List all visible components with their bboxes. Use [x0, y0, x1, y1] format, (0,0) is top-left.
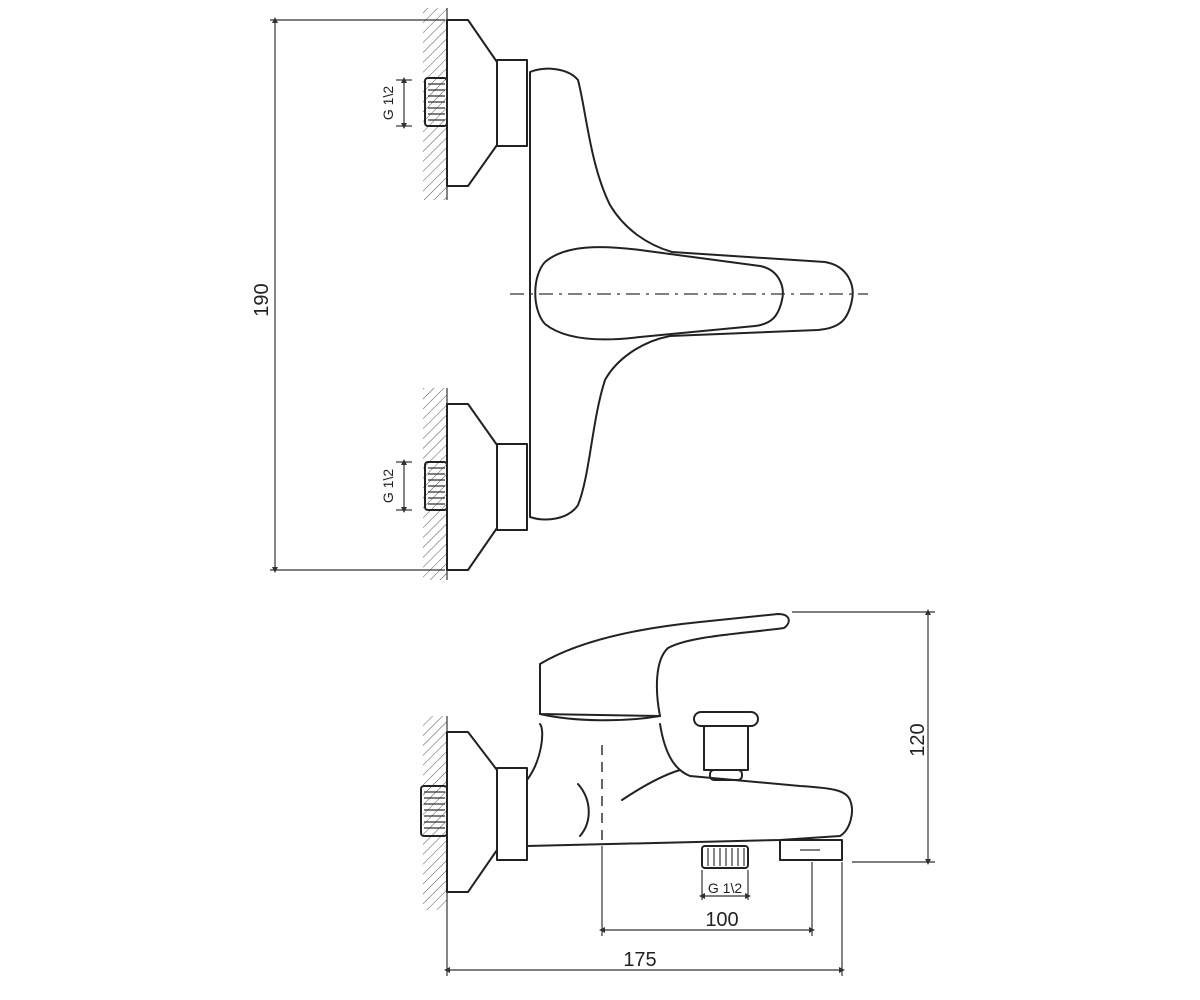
aerator [779, 839, 843, 861]
dimension-190-label: 190 [251, 283, 273, 316]
lower-connector: G 1\2 [380, 403, 528, 571]
lower-thread [424, 461, 448, 511]
dimension-100-label: 100 [705, 909, 738, 931]
dimension-120-label: 120 [907, 723, 929, 756]
upper-thread-dimension: G 1\2 [380, 77, 412, 129]
dimension-190: 190 [251, 17, 445, 573]
body-detail-curve-left [577, 783, 590, 837]
faucet-body-side [526, 723, 853, 847]
lower-thread-dimension: G 1\2 [380, 459, 412, 513]
dimension-120: 120 [792, 609, 935, 865]
lever-side [539, 613, 790, 717]
dimension-175-label: 175 [623, 949, 656, 971]
upper-thread-label: G 1\2 [380, 86, 396, 120]
dimension-100: 100 [599, 846, 815, 936]
wall-hatch-side [423, 716, 447, 910]
body-detail-curve-right [621, 769, 681, 801]
lever-outline-top [534, 246, 784, 341]
wall-hatch-upper [423, 8, 447, 200]
side-thread [420, 785, 448, 837]
lower-thread-label: G 1\2 [380, 469, 396, 503]
dimension-175: 175 [444, 862, 845, 976]
outlet-thread-dimension: G 1\2 [699, 870, 751, 900]
diverter-knob [693, 711, 759, 781]
lever-base-curve [539, 713, 661, 722]
top-view: G 1\2 G 1\2 [251, 8, 868, 580]
outlet-thread-label: G 1\2 [708, 880, 742, 896]
outlet-thread [701, 845, 749, 869]
wall-hatch-lower [423, 388, 447, 580]
upper-connector: G 1\2 [380, 19, 528, 187]
upper-thread [424, 77, 448, 127]
faucet-body-top [529, 67, 854, 521]
side-view: G 1\2 120 100 175 [420, 609, 935, 976]
